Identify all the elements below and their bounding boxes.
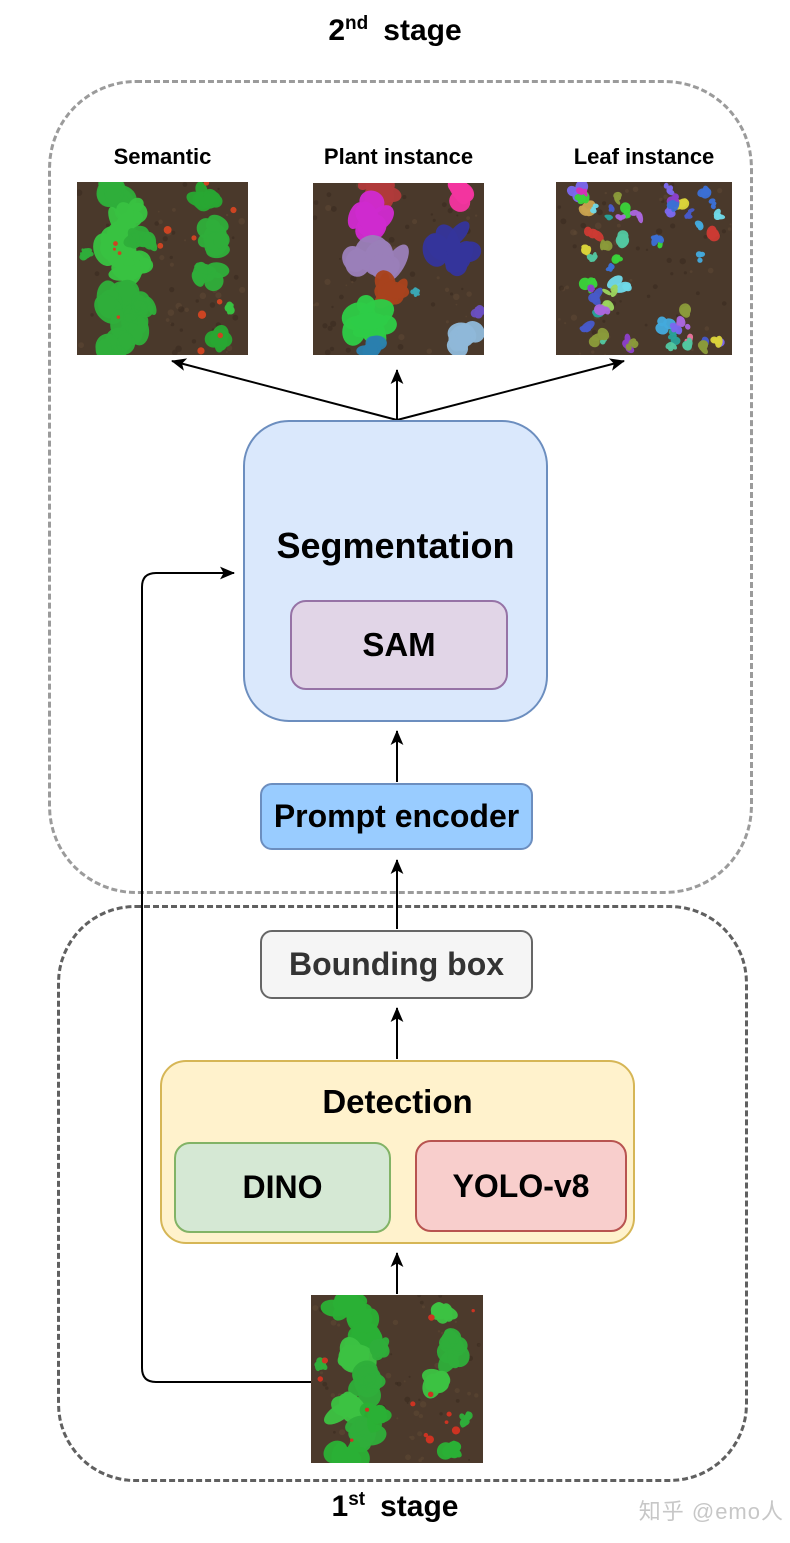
bounding-box-box: Bounding box [260,930,533,999]
yolo-v8-label: YOLO-v8 [452,1167,590,1204]
stage1-container [57,905,748,1482]
stage2-number: 2 [328,14,346,47]
plant-instance-label: Plant instance [323,144,474,169]
sam-box: SAM [290,600,508,690]
detection-box: Detection DINO YOLO-v8 [160,1060,635,1244]
semantic-output-image [77,182,248,355]
input-field-image [311,1295,483,1463]
leaf-instance-output-image [556,182,732,355]
leaf-instance-label: Leaf instance [573,144,715,169]
detection-label: Detection [322,1083,473,1120]
segmentation-box: Segmentation SAM [243,420,548,722]
stage1-word: stage [380,1490,459,1523]
dino-label: DINO [242,1169,323,1205]
semantic-label: Semantic [113,144,212,169]
stage1-number: 1 [331,1490,349,1523]
dino-box: DINO [174,1142,391,1233]
stage2-container [48,80,753,894]
sam-label: SAM [362,626,436,663]
segmentation-label: Segmentation [276,525,515,566]
prompt-encoder-box: Prompt encoder [260,783,533,850]
prompt-encoder-label: Prompt encoder [273,798,520,834]
bounding-box-label: Bounding box [288,946,505,982]
zhihu-watermark: 知乎 @emo人 [638,1499,784,1524]
yolo-v8-box: YOLO-v8 [415,1140,627,1232]
stage2-word: stage [383,14,462,47]
plant-instance-output-image [313,183,484,355]
stage1-ordinal: st [348,1489,366,1510]
stage2-ordinal: nd [345,13,369,34]
